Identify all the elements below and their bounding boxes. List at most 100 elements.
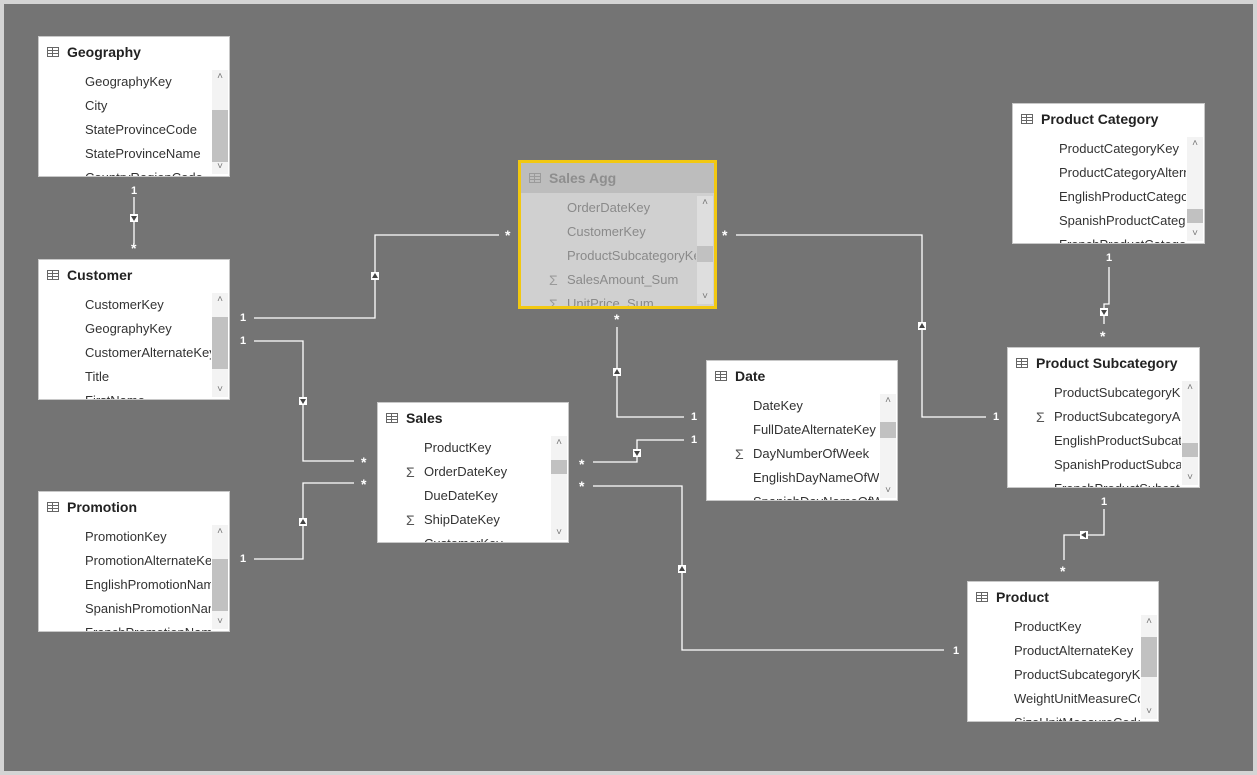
field-row[interactable]: CustomerKey: [378, 532, 550, 542]
scroll-up-icon[interactable]: ˄: [1192, 138, 1198, 149]
scroll-thumb[interactable]: [880, 422, 896, 438]
scroll-thumb[interactable]: [212, 110, 228, 162]
scroll-thumb[interactable]: [212, 559, 228, 611]
field-list-scrollbar[interactable]: ˄˅: [1141, 615, 1157, 719]
scroll-up-icon[interactable]: ˄: [885, 395, 891, 406]
relationship-line-product-sales[interactable]: [593, 485, 944, 651]
scroll-down-icon[interactable]: ˅: [556, 527, 562, 538]
field-list-scrollbar[interactable]: ˄˅: [880, 394, 896, 498]
field-row[interactable]: ProductCategoryAlternateKey: [1013, 161, 1186, 185]
scroll-up-icon[interactable]: ˄: [1146, 616, 1152, 627]
field-row[interactable]: GeographyKey: [39, 317, 211, 341]
scroll-up-icon[interactable]: ˄: [556, 437, 562, 448]
field-row[interactable]: SizeUnitMeasureCode: [968, 711, 1140, 721]
field-row[interactable]: FrenchPromotionName: [39, 621, 211, 631]
table-header[interactable]: Product: [968, 582, 1158, 612]
field-row[interactable]: FirstName: [39, 389, 211, 399]
field-row[interactable]: EnglishProductSubcategoryName: [1008, 429, 1181, 453]
scroll-up-icon[interactable]: ˄: [217, 71, 223, 82]
field-row[interactable]: CustomerKey: [39, 293, 211, 317]
field-row[interactable]: ProductSubcategoryKey: [521, 244, 696, 268]
field-list-scrollbar[interactable]: ˄˅: [551, 436, 567, 540]
scroll-up-icon[interactable]: ˄: [217, 526, 223, 537]
table-header[interactable]: Promotion: [39, 492, 229, 522]
field-row[interactable]: FrenchProductCategoryName: [1013, 233, 1186, 243]
field-row[interactable]: SpanishProductCategoryName: [1013, 209, 1186, 233]
scroll-down-icon[interactable]: ˅: [217, 616, 223, 627]
field-row[interactable]: EnglishProductCategoryName: [1013, 185, 1186, 209]
field-row[interactable]: ProductKey: [968, 615, 1140, 639]
field-row[interactable]: WeightUnitMeasureCode: [968, 687, 1140, 711]
table-header[interactable]: Sales Agg: [521, 163, 714, 193]
scroll-down-icon[interactable]: ˅: [702, 291, 708, 302]
field-row[interactable]: Title: [39, 365, 211, 389]
field-row[interactable]: FrenchProductSubcategoryName: [1008, 477, 1181, 487]
field-list-scrollbar[interactable]: ˄˅: [212, 525, 228, 629]
scroll-up-icon[interactable]: ˄: [702, 197, 708, 208]
field-row[interactable]: ProductSubcategoryKey: [968, 663, 1140, 687]
field-row[interactable]: PromotionKey: [39, 525, 211, 549]
field-row[interactable]: OrderDateKey: [521, 196, 696, 220]
field-row[interactable]: SpanishPromotionName: [39, 597, 211, 621]
field-row[interactable]: SpanishDayNameOfWeek: [707, 490, 879, 500]
table-header[interactable]: Product Category: [1013, 104, 1204, 134]
field-row[interactable]: CustomerKey: [521, 220, 696, 244]
scroll-up-icon[interactable]: ˄: [1187, 382, 1193, 393]
field-list-scrollbar[interactable]: ˄˅: [1182, 381, 1198, 485]
scroll-thumb[interactable]: [1141, 637, 1157, 677]
field-row[interactable]: FullDateAlternateKey: [707, 418, 879, 442]
scroll-thumb[interactable]: [697, 246, 713, 262]
field-row[interactable]: ProductKey: [378, 436, 550, 460]
table-header[interactable]: Customer: [39, 260, 229, 290]
field-row[interactable]: PromotionAlternateKey: [39, 549, 211, 573]
table-header[interactable]: Date: [707, 361, 897, 391]
field-row[interactable]: ProductCategoryKey: [1013, 137, 1186, 161]
field-row[interactable]: CustomerAlternateKey: [39, 341, 211, 365]
scroll-down-icon[interactable]: ˅: [1146, 706, 1152, 717]
field-row[interactable]: CountryRegionCode: [39, 166, 211, 176]
field-list-scrollbar[interactable]: ˄˅: [697, 196, 713, 304]
scroll-down-icon[interactable]: ˅: [1187, 472, 1193, 483]
scroll-up-icon[interactable]: ˄: [217, 294, 223, 305]
scroll-down-icon[interactable]: ˅: [217, 161, 223, 172]
field-row[interactable]: DateKey: [707, 394, 879, 418]
field-row[interactable]: EnglishPromotionName: [39, 573, 211, 597]
field-row[interactable]: ΣProductSubcategoryAlternateKey: [1008, 405, 1181, 429]
field-list-scrollbar[interactable]: ˄˅: [212, 70, 228, 174]
scroll-thumb[interactable]: [1182, 443, 1198, 457]
field-row[interactable]: StateProvinceName: [39, 142, 211, 166]
scroll-thumb[interactable]: [1187, 209, 1203, 223]
field-row[interactable]: SpanishProductSubcategoryName: [1008, 453, 1181, 477]
field-row[interactable]: ProductSubcategoryKey: [1008, 381, 1181, 405]
table-header[interactable]: Geography: [39, 37, 229, 67]
scroll-down-icon[interactable]: ˅: [885, 485, 891, 496]
field-row[interactable]: StateProvinceCode: [39, 118, 211, 142]
field-list-scrollbar[interactable]: ˄˅: [1187, 137, 1203, 241]
field-row[interactable]: ProductAlternateKey: [968, 639, 1140, 663]
field-row[interactable]: City: [39, 94, 211, 118]
field-list-scrollbar[interactable]: ˄˅: [212, 293, 228, 397]
scroll-thumb[interactable]: [551, 460, 567, 474]
relationship-line-date-salesagg[interactable]: [616, 327, 684, 418]
field-row[interactable]: EnglishDayNameOfWeek: [707, 466, 879, 490]
field-row[interactable]: GeographyKey: [39, 70, 211, 94]
field-row[interactable]: DueDateKey: [378, 484, 550, 508]
scroll-down-icon[interactable]: ˅: [1192, 228, 1198, 239]
table-header[interactable]: Product Subcategory: [1008, 348, 1199, 378]
scroll-down-icon[interactable]: ˅: [217, 384, 223, 395]
scroll-thumb[interactable]: [212, 317, 228, 369]
